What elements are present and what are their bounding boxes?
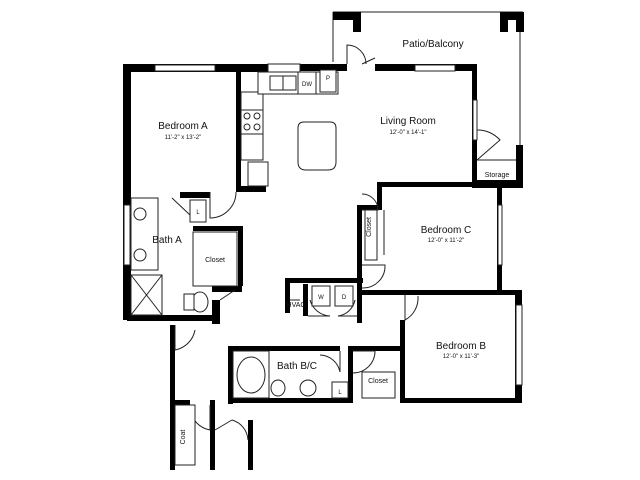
storage-label: Storage bbox=[485, 172, 510, 179]
coat-closet-label: Coat bbox=[180, 430, 187, 445]
dryer-label: D bbox=[342, 295, 347, 301]
living-room-dims: 12'-0" x 14'-1" bbox=[390, 130, 427, 136]
patio-label: Patio/Balcony bbox=[402, 39, 463, 50]
linen-a-label: L bbox=[196, 210, 200, 216]
bedroom-b-label: Bedroom B bbox=[436, 341, 486, 352]
dishwasher-label: DW bbox=[302, 82, 312, 88]
bath-a-label: Bath A bbox=[152, 235, 182, 246]
patio-balcony bbox=[332, 11, 524, 145]
pantry-label: P bbox=[326, 76, 330, 82]
bath-bc-label: Bath B/C bbox=[277, 361, 317, 372]
closet-b-label: Closet bbox=[368, 378, 388, 385]
bath-a-fixtures bbox=[130, 197, 238, 316]
living-room-label: Living Room bbox=[380, 116, 436, 127]
bedroom-a-label: Bedroom A bbox=[158, 121, 208, 132]
kitchen bbox=[240, 69, 339, 187]
bedroom-c-dims: 12'-0" x 11'-2" bbox=[428, 238, 464, 244]
bedroom-c-label: Bedroom C bbox=[421, 225, 472, 236]
laundry bbox=[311, 285, 354, 307]
bath-bc-fixtures bbox=[232, 350, 349, 399]
bedroom-b-dims: 12'-0" x 11'-3" bbox=[443, 354, 479, 360]
linen-bc-label: L bbox=[338, 390, 342, 396]
closet-c-label: Closet bbox=[366, 217, 373, 237]
closet-a-label: Closet bbox=[205, 257, 225, 264]
bedroom-a-dims: 11'-2" x 13'-2" bbox=[165, 135, 201, 141]
washer-label: W bbox=[318, 295, 324, 301]
closets bbox=[174, 209, 396, 466]
hvac-label: HVAC bbox=[287, 302, 306, 309]
windows bbox=[123, 63, 523, 386]
